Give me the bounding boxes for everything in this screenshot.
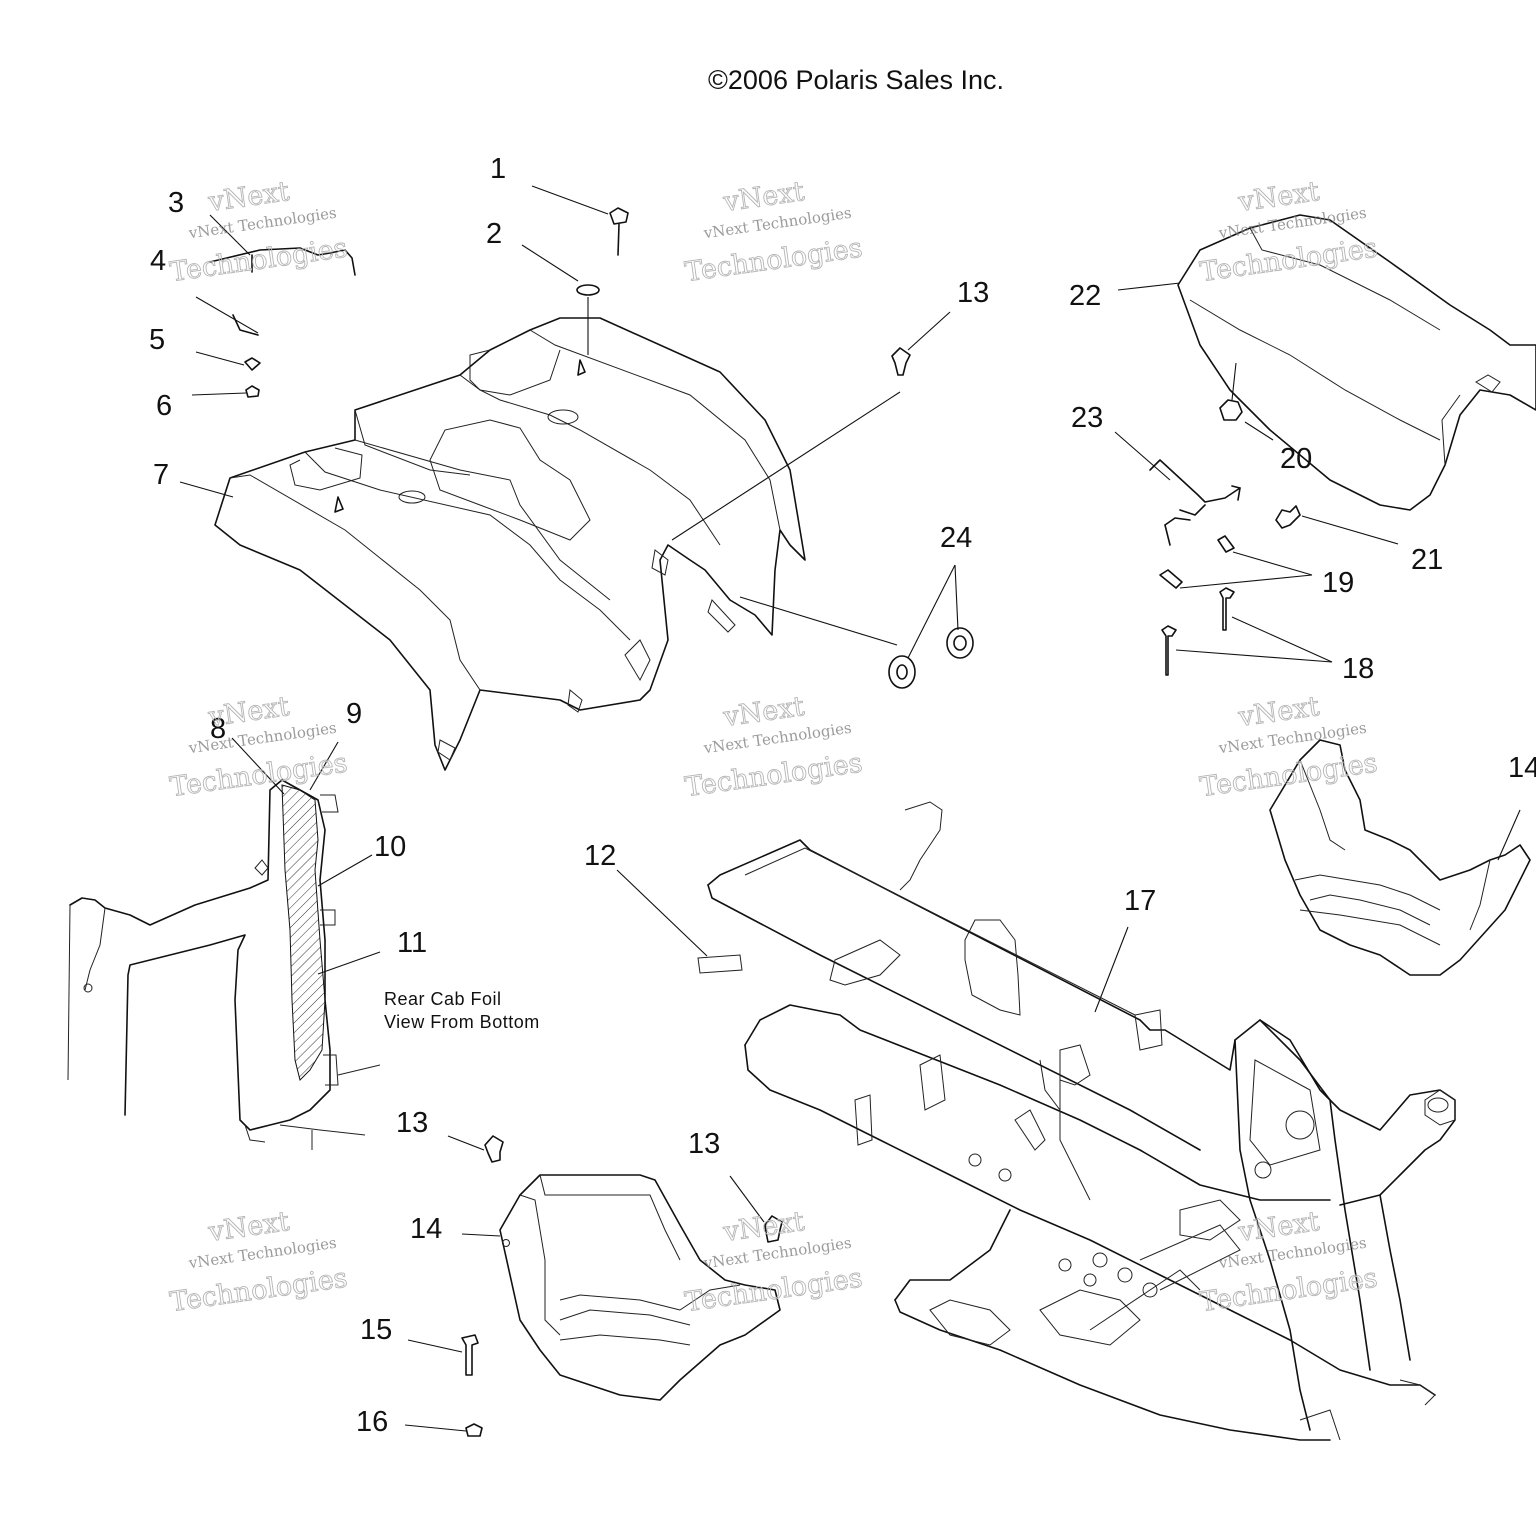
rear-cab <box>214 317 806 771</box>
callout-18: 18 <box>1342 653 1374 685</box>
leader-lines <box>179 185 1521 1432</box>
callout-14-left: 14 <box>410 1213 442 1245</box>
callout-13-mid: 13 <box>688 1128 720 1160</box>
callout-24: 24 <box>940 522 972 554</box>
seat-22 <box>1177 214 1536 511</box>
callout-15: 15 <box>360 1314 392 1346</box>
rear-cab-foil-view <box>67 779 381 1150</box>
watermark-9: vNext vNext Technologies Technologies <box>1198 1206 1380 1319</box>
footwell-right-14 <box>1269 739 1531 976</box>
watermark-4: vNext vNext Technologies Technologies <box>168 691 350 804</box>
callout-20: 20 <box>1280 443 1312 475</box>
hardware-bottom-left <box>461 954 783 1437</box>
callout-17: 17 <box>1124 885 1156 917</box>
callout-12: 12 <box>584 840 616 872</box>
callout-14-right: 14 <box>1508 752 1536 784</box>
callout-6: 6 <box>156 390 172 422</box>
watermark-7: vNext vNext Technologies Technologies <box>168 1206 350 1319</box>
watermarks: vNext vNext Technologies Technologies vN… <box>168 176 1380 1319</box>
callout-22: 22 <box>1069 280 1101 312</box>
pushpin-13-top <box>891 347 911 376</box>
caption-line-2: View From Bottom <box>384 1012 540 1032</box>
watermark-8: vNext vNext Technologies Technologies <box>683 1206 865 1319</box>
watermark-3: vNext vNext Technologies Technologies <box>1198 176 1380 289</box>
callout-13-left: 13 <box>396 1107 428 1139</box>
seat-latch-hardware <box>1149 459 1301 676</box>
callout-labels: 1 2 3 4 5 6 7 8 9 10 11 12 13 13 13 14 1… <box>149 153 1536 1438</box>
copyright-text: ©2006 Polaris Sales Inc. <box>708 65 1004 95</box>
watermark-5: vNext vNext Technologies Technologies <box>683 691 865 804</box>
watermark-6: vNext vNext Technologies Technologies <box>1198 691 1380 804</box>
callout-13-top: 13 <box>957 277 989 309</box>
grommets-24 <box>888 627 974 689</box>
callout-23: 23 <box>1071 402 1103 434</box>
watermark-2: vNext vNext Technologies Technologies <box>683 176 865 289</box>
callout-8: 8 <box>210 713 226 745</box>
callout-21: 21 <box>1411 544 1443 576</box>
callout-3: 3 <box>168 187 184 219</box>
frame-17 <box>707 801 1456 1441</box>
callout-19: 19 <box>1322 567 1354 599</box>
callout-10: 10 <box>374 831 406 863</box>
hardware-top-left <box>209 207 629 398</box>
callout-1: 1 <box>490 153 506 185</box>
callout-5: 5 <box>149 324 165 356</box>
callout-11: 11 <box>397 927 427 959</box>
callout-7: 7 <box>153 459 169 491</box>
callout-9: 9 <box>346 698 362 730</box>
callout-4: 4 <box>150 245 166 277</box>
watermark-1: vNext vNext Technologies Technologies <box>168 176 350 289</box>
footwell-left-14 <box>499 1174 781 1401</box>
callout-16: 16 <box>356 1406 388 1438</box>
caption-line-1: Rear Cab Foil <box>384 989 502 1009</box>
callout-2: 2 <box>486 218 502 250</box>
